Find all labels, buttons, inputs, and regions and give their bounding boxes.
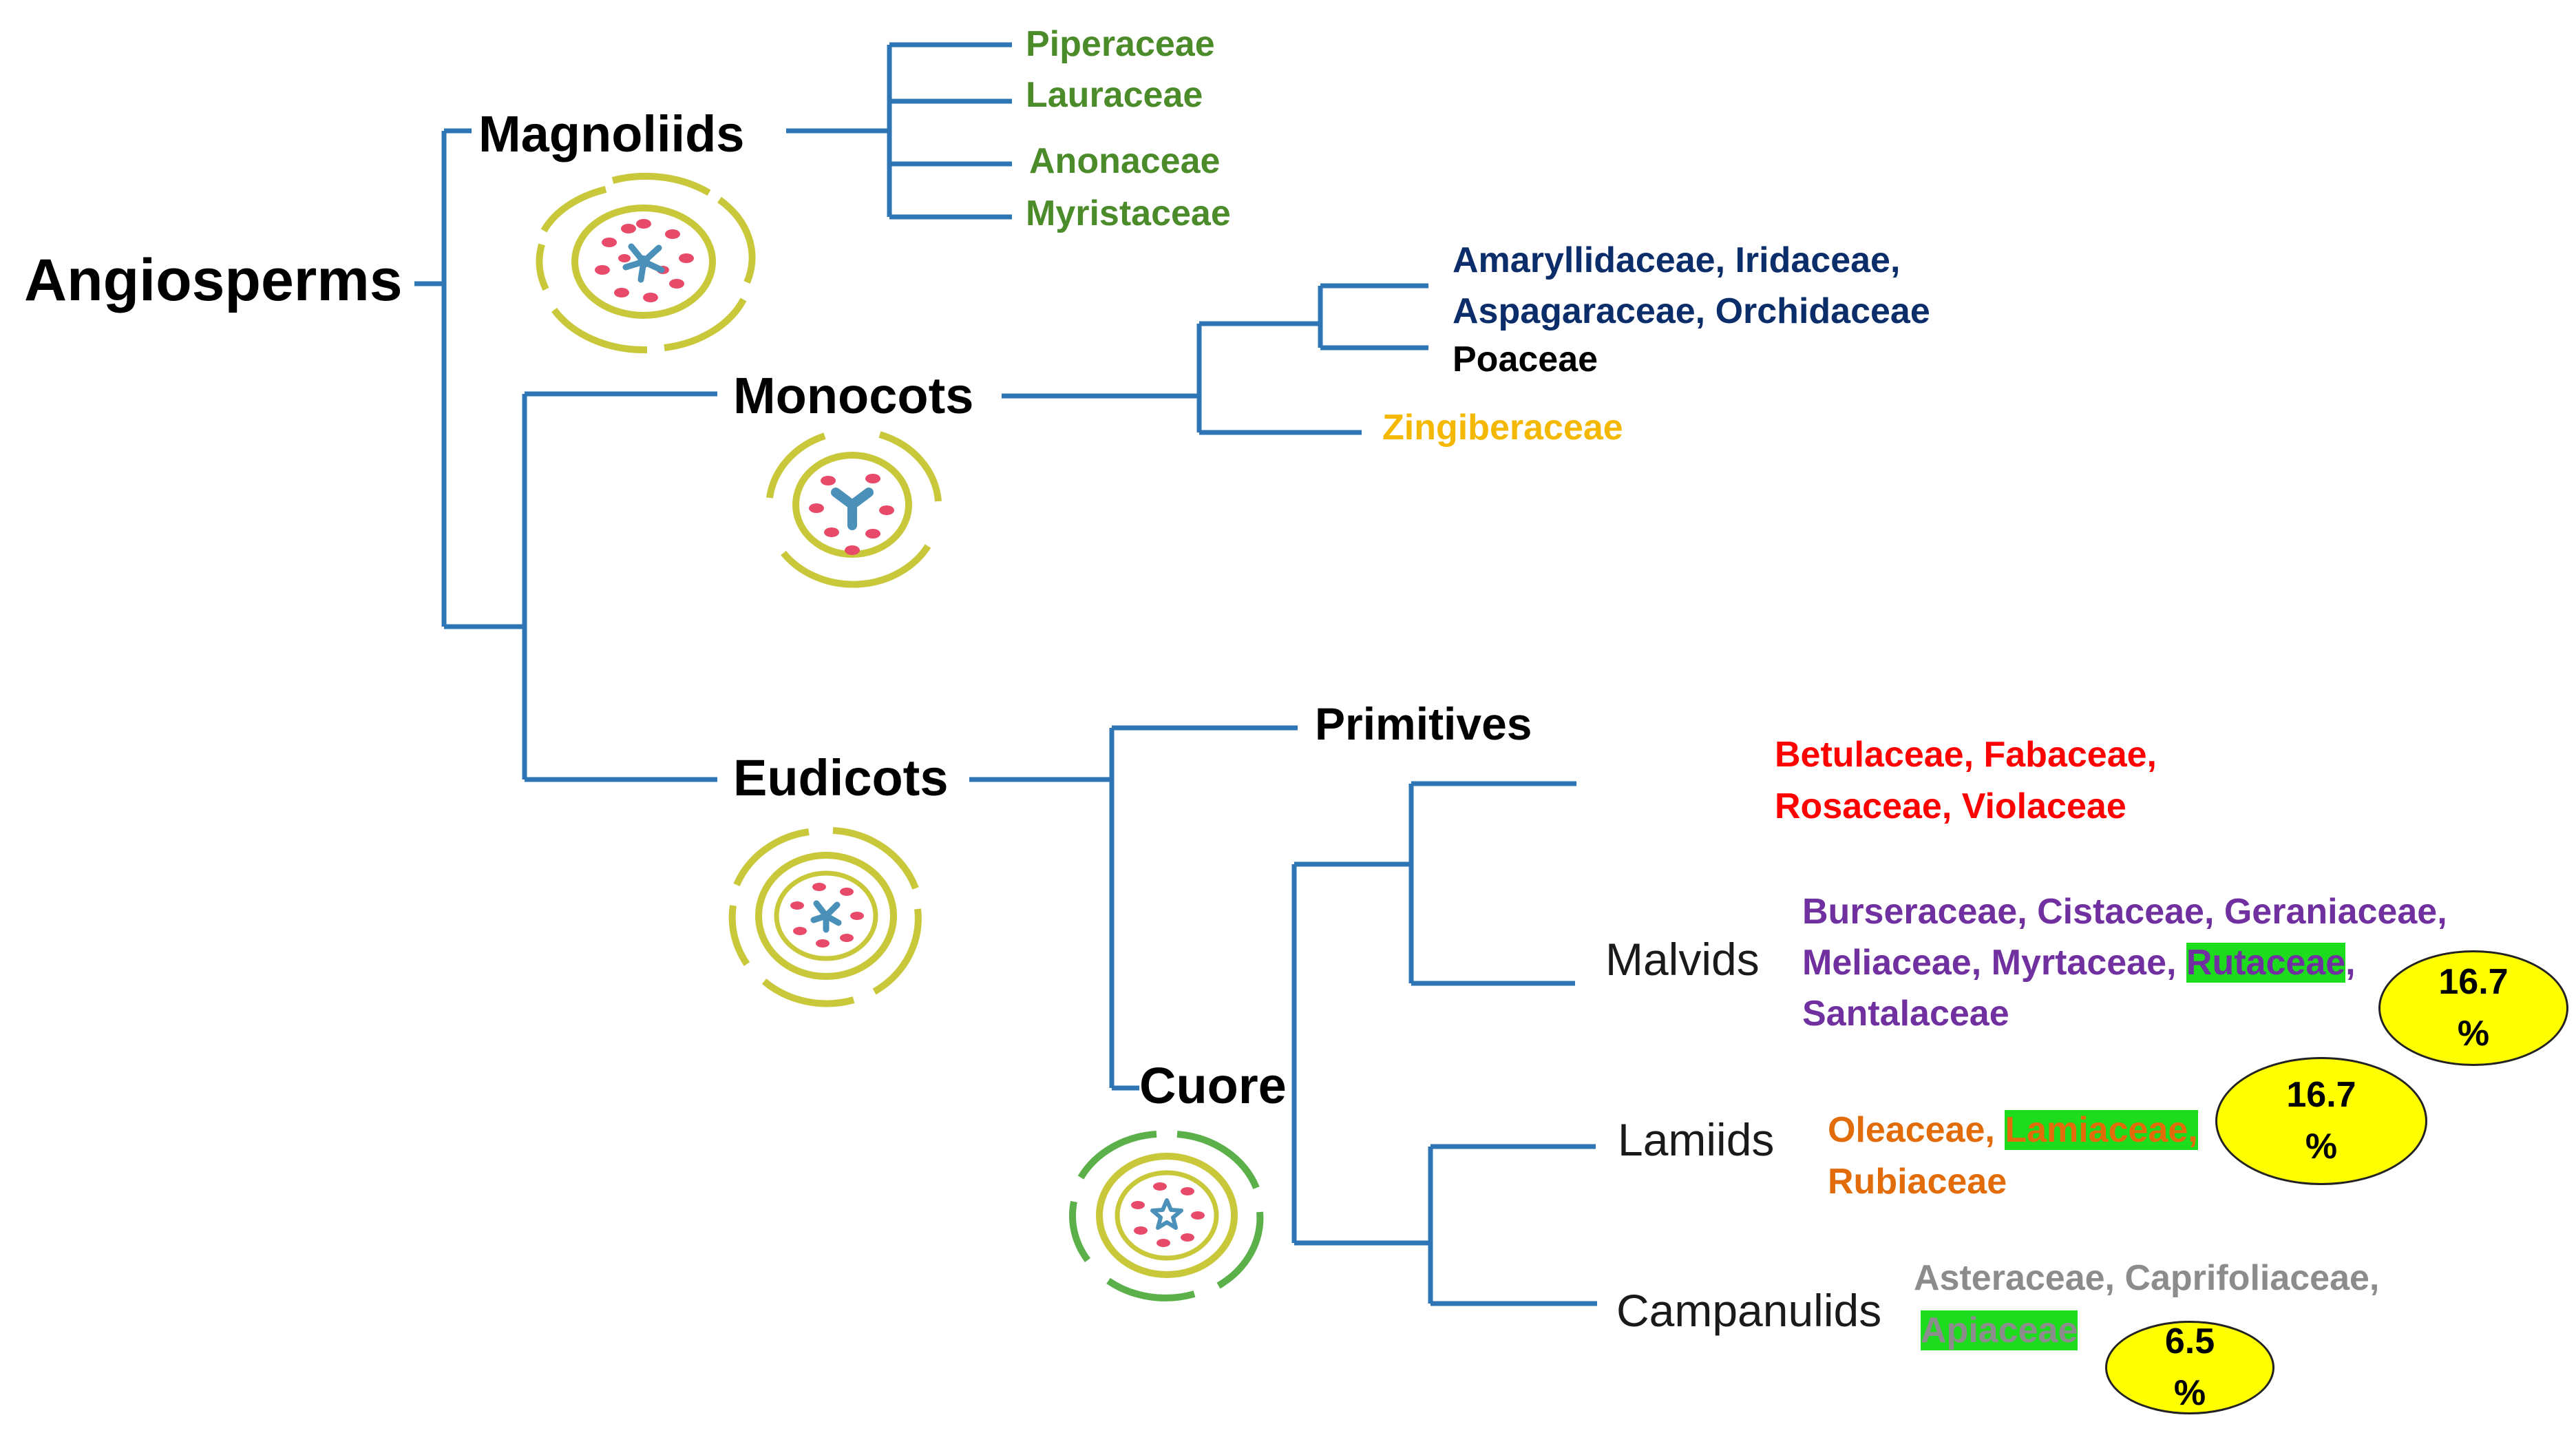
monocots-label: Monocots (733, 367, 974, 424)
family-piperaceae: Piperaceae (1026, 24, 1215, 64)
malvids-label: Malvids (1605, 934, 1760, 985)
primitives-families-line1: Betulaceae, Fabaceae, (1775, 735, 2157, 775)
monocot-families-line1: Amaryllidaceae, Iridaceae, (1453, 240, 1901, 280)
cuore-label: Cuore (1139, 1057, 1287, 1114)
family-lauraceae: Lauraceae (1026, 75, 1203, 115)
family-poaceae: Poaceae (1453, 339, 1598, 379)
lamiids-families-line1-prefix: Oleaceae, (1828, 1110, 2005, 1150)
magnolia-flower-icon (536, 172, 756, 354)
tree-branches (414, 42, 1597, 1306)
lamiids-families-line1: Oleaceae, Lamiaceae, (1828, 1110, 2198, 1150)
highlighted-family-rutaceae: Rutaceae (2186, 943, 2346, 983)
lamiids-percent-sign: % (2305, 1127, 2338, 1167)
malvids-families-line2-prefix: Meliaceae, Myrtaceae, (1802, 943, 2186, 983)
magnoliids-label: Magnoliids (478, 105, 745, 163)
malvids-families-line2-suffix: , (2345, 943, 2356, 983)
malvids-families-line3: Santalaceae (1802, 994, 2009, 1034)
monocot-flower-icon (766, 431, 942, 588)
family-zingiberaceae: Zingiberaceae (1382, 408, 1623, 448)
lamiids-percent-bubble: 16.7 % (2215, 1057, 2427, 1185)
lamiids-label: Lamiids (1618, 1114, 1775, 1165)
lamiids-families-line2: Rubiaceae (1828, 1162, 2007, 1202)
eudicot-flower-icon (728, 827, 922, 1007)
primitives-label: Primitives (1315, 698, 1532, 749)
root-label: Angiosperms (24, 247, 403, 313)
core-eudicot-flower-icon (1069, 1131, 1264, 1301)
malvids-percent-value: 16.7 (2438, 961, 2509, 1002)
malvids-families-line2: Meliaceae, Myrtaceae, Rutaceae, (1802, 943, 2356, 983)
primitives-families-line2: Rosaceae, Violaceae (1775, 786, 2126, 826)
malvids-percent-sign: % (2457, 1014, 2490, 1054)
family-myristaceae: Myristaceae (1026, 193, 1231, 233)
highlighted-family-apiaceae: Apiaceae (1921, 1310, 2078, 1350)
family-anonaceae: Anonaceae (1029, 141, 1221, 181)
malvids-percent-bubble: 16.7 % (2378, 950, 2568, 1066)
campanulids-families-line1: Asteraceae, Caprifoliaceae, (1914, 1258, 2380, 1298)
malvids-families-line1: Burseraceae, Cistaceae, Geraniaceae, (1802, 892, 2447, 932)
monocot-families-line2: Aspagaraceae, Orchidaceae (1453, 291, 1930, 331)
campanulids-percent-sign: % (2173, 1373, 2206, 1413)
campanulids-percent-bubble: 6.5 % (2105, 1321, 2274, 1414)
lamiids-percent-value: 16.7 (2286, 1074, 2356, 1115)
campanulids-label: Campanulids (1616, 1285, 1882, 1336)
campanulids-percent-value: 6.5 (2164, 1321, 2215, 1361)
highlighted-family-lamiaceae: Lamiaceae, (2005, 1110, 2198, 1150)
campanulids-families-line2: Apiaceae (1921, 1310, 2078, 1350)
eudicots-label: Eudicots (733, 749, 949, 806)
